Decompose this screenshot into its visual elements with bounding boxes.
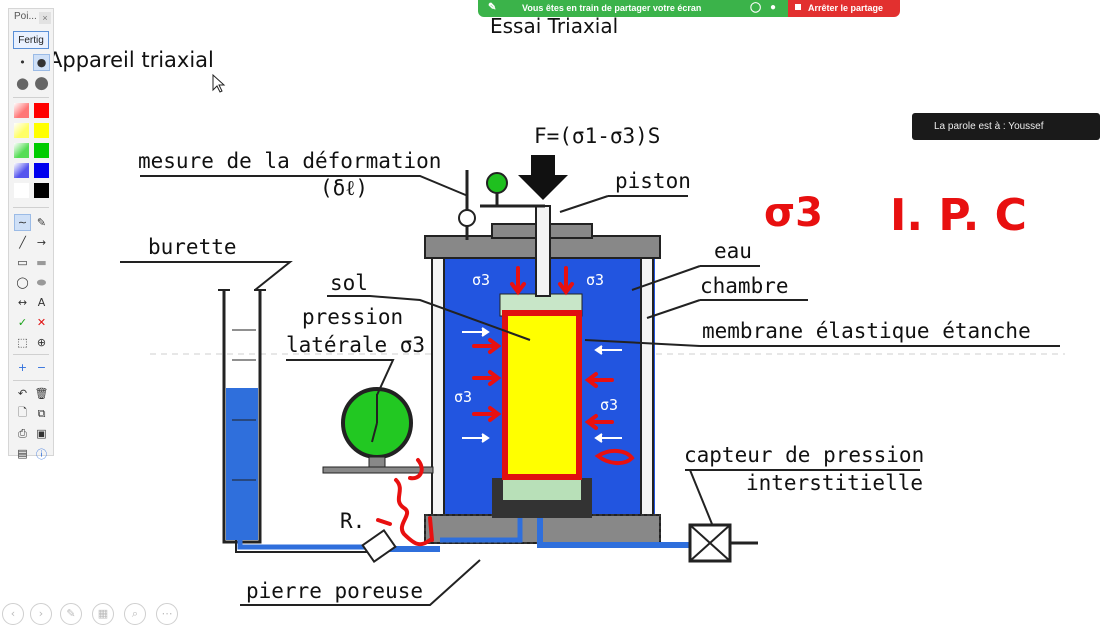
save-icon[interactable]: ▣ xyxy=(36,427,47,440)
color-blue[interactable] xyxy=(34,163,49,178)
zoom-icon[interactable]: ⊕ xyxy=(36,336,47,349)
sigma3-label: σ3 xyxy=(454,388,472,406)
stop-share-button[interactable]: Arrêter le partage xyxy=(788,0,900,17)
sigma3-label: σ3 xyxy=(600,396,618,414)
filled-rectangle-icon[interactable]: ▬ xyxy=(36,256,47,269)
search-icon[interactable]: ⌕ xyxy=(124,603,146,625)
stop-icon xyxy=(795,4,801,10)
plus-icon[interactable]: + xyxy=(17,361,28,374)
capteur-label-1: capteur de pression xyxy=(684,443,924,467)
copy-icon[interactable]: ⧉ xyxy=(37,406,46,420)
pression-label-2: latérale σ3 xyxy=(286,333,425,357)
info-icon[interactable]: ⓘ xyxy=(36,447,47,461)
pressure-gauge xyxy=(322,387,434,474)
deformation-gauge xyxy=(458,170,545,240)
pause-icon[interactable]: ◯ xyxy=(750,2,762,13)
drain-valve xyxy=(361,518,523,564)
slide-navigation: ‹ › ✎ ▦ ⌕ ⋯ xyxy=(0,603,190,627)
new-page-icon[interactable]: 🗋 xyxy=(18,406,27,419)
ellipse-tool-icon[interactable]: ◯ xyxy=(16,276,29,289)
color-yellow[interactable] xyxy=(34,123,49,138)
valve-label: R. xyxy=(340,509,365,533)
handwritten-sigma3: σ3 xyxy=(764,190,823,236)
cross-icon[interactable]: ✕ xyxy=(36,316,47,329)
eau-label: eau xyxy=(714,239,752,263)
red-arrows-annotation xyxy=(376,266,635,547)
more-icon[interactable]: ⋯ xyxy=(156,603,178,625)
sigma3-label: σ3 xyxy=(586,271,604,289)
pin-icon[interactable]: ✎ xyxy=(488,2,497,13)
toolbox-title: Poi... xyxy=(14,11,37,22)
capteur-label-2: interstitielle xyxy=(746,471,923,495)
undo-icon[interactable]: ↶ xyxy=(17,387,28,400)
check-icon[interactable]: ✓ xyxy=(17,316,28,329)
minus-icon[interactable]: − xyxy=(36,361,47,374)
document-subtitle: Appareil triaxial xyxy=(48,48,214,72)
color-yellow-light[interactable] xyxy=(14,123,29,138)
double-arrow-icon[interactable]: ↔ xyxy=(17,296,28,309)
highlighter-icon[interactable]: ✎ xyxy=(36,216,47,229)
color-black[interactable] xyxy=(34,183,49,198)
color-green[interactable] xyxy=(34,143,49,158)
selection-tool-icon[interactable]: ⬚ xyxy=(17,336,28,349)
finish-button[interactable]: Fertig xyxy=(13,31,49,49)
pen-size-medium[interactable]: ● xyxy=(33,54,50,71)
membrane-label: membrane élastique étanche xyxy=(702,319,1031,343)
color-red[interactable] xyxy=(34,103,49,118)
pressure-sensor xyxy=(537,518,758,563)
deformation-symbol: (δℓ) xyxy=(320,176,368,200)
burette-label: burette xyxy=(148,235,237,259)
filled-ellipse-icon[interactable]: ⬬ xyxy=(36,275,47,289)
color-blue-light[interactable] xyxy=(14,163,29,178)
next-icon[interactable]: › xyxy=(30,603,52,625)
print-icon[interactable]: ⎙ xyxy=(18,426,27,440)
trash-icon[interactable]: 🗑 xyxy=(34,387,49,400)
slides-icon[interactable]: ▦ xyxy=(92,603,114,625)
freehand-pen-icon[interactable]: ∼ xyxy=(14,214,31,231)
pen-size-xlarge[interactable]: ● xyxy=(34,72,49,93)
deformation-label: mesure de la déformation xyxy=(138,149,441,173)
arrow-tool-icon[interactable]: → xyxy=(36,236,47,249)
pen-icon[interactable]: ✎ xyxy=(60,603,82,625)
handwritten-ipc: I. P. C xyxy=(890,190,1027,241)
pen-size-small[interactable]: • xyxy=(19,56,26,69)
close-icon[interactable]: × xyxy=(39,12,51,24)
burette xyxy=(218,289,380,553)
sigma3-label: σ3 xyxy=(472,271,490,289)
color-white[interactable] xyxy=(14,183,29,198)
previous-icon[interactable]: ‹ xyxy=(2,603,24,625)
color-green-light[interactable] xyxy=(14,143,29,158)
chambre-label: chambre xyxy=(700,274,789,298)
pression-label-1: pression xyxy=(302,305,403,329)
line-tool-icon[interactable]: ╱ xyxy=(19,236,26,249)
soil-sample xyxy=(499,293,583,480)
mouse-cursor-icon xyxy=(212,73,226,93)
screen-share-text: Vous êtes en train de partager votre écr… xyxy=(522,3,702,13)
pointer-toolbox: Poi... × Fertig • ● ● ● ∼ ✎ ╱ → ▭ ▬ ◯ ⬬ … xyxy=(8,8,54,461)
screenshot-icon[interactable]: ▤ xyxy=(17,447,28,460)
screen-share-banner: ✎ Vous êtes en train de partager votre é… xyxy=(478,0,788,17)
shield-icon[interactable]: ● xyxy=(770,2,777,13)
page-title: Essai Triaxial xyxy=(490,14,619,38)
piston-label: piston xyxy=(615,169,691,193)
stop-share-label: Arrêter le partage xyxy=(808,3,884,13)
rectangle-tool-icon[interactable]: ▭ xyxy=(17,256,28,269)
pen-size-large[interactable]: ● xyxy=(15,73,30,92)
text-tool-icon[interactable]: A xyxy=(37,296,46,309)
force-formula-label: F=(σ1-σ3)S xyxy=(534,124,660,148)
pierre-label: pierre poreuse xyxy=(246,579,423,603)
active-speaker-tooltip: La parole est à : Youssef xyxy=(912,113,1100,140)
sol-label: sol xyxy=(330,271,368,295)
color-red-light[interactable] xyxy=(14,103,29,118)
